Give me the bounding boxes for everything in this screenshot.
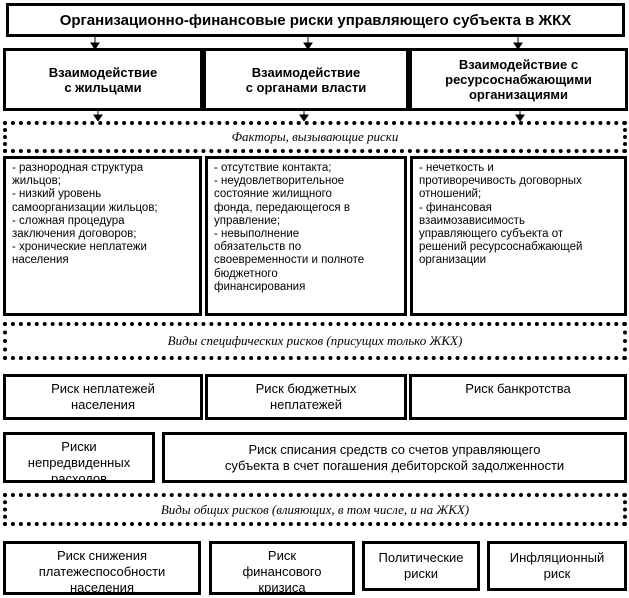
risk-budget-nonpayment: Риск бюджетных неплатежей — [205, 374, 407, 420]
general-risks-label: Виды общих рисков (влияющих, в том числе… — [3, 493, 627, 526]
risk-inflation: Инфляционный риск — [487, 541, 627, 591]
risk-political: Политические риски — [362, 541, 480, 591]
risk-population-nonpayment: Риск неплатежей населения — [3, 374, 203, 420]
interaction-resource-suppliers: Взаимодействие с ресурсоснабжающими орга… — [409, 48, 628, 111]
risk-bankruptcy: Риск банкротства — [409, 374, 627, 420]
factors-label: Факторы, вызывающие риски — [3, 121, 627, 153]
risk-funds-write-off: Риск списания средств со счетов управляю… — [162, 432, 627, 483]
risk-unforeseen-expenses: Риски непредвиденных расходов — [3, 432, 155, 483]
risk-financial-crisis: Риск финансового кризиса — [209, 541, 355, 595]
interaction-residents: Взаимодействие с жильцами — [3, 48, 203, 111]
specific-risks-label: Виды специфических рисков (присущих толь… — [3, 322, 627, 360]
risk-solvency-decline: Риск снижения платежеспособности населен… — [3, 541, 201, 595]
interaction-authorities: Взаимодействие с органами власти — [203, 48, 409, 111]
diagram-title: Организационно-финансовые риски управляю… — [6, 3, 625, 37]
factors-authorities: - отсутствие контакта;- неудовлетворител… — [205, 156, 407, 316]
